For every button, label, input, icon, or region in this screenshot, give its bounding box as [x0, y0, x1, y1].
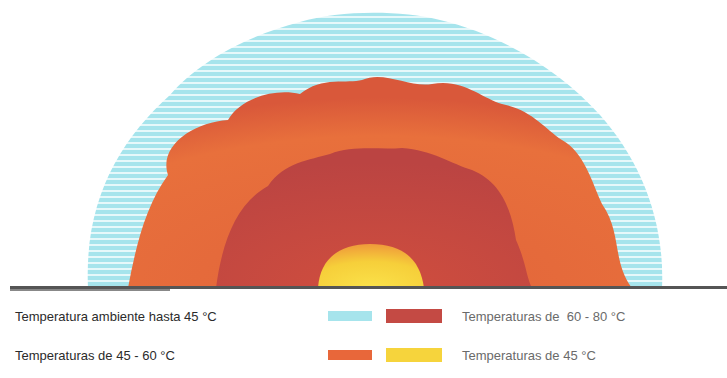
legend-swatch [328, 350, 372, 360]
zone-60-80 [216, 148, 532, 288]
legend-label: Temperaturas de 60 - 80 °C [462, 309, 625, 325]
ground-line [10, 286, 727, 289]
legend-swatch [386, 309, 442, 323]
core-zone [318, 244, 424, 288]
legend-label: Temperaturas de 45 °C [462, 348, 596, 364]
ground-line-mark [10, 289, 170, 291]
legend-swatch [386, 348, 442, 362]
legend-label: Temperatura ambiente hasta 45 °C [15, 309, 217, 325]
zone-45-60 [128, 77, 632, 288]
legend-swatch [328, 311, 372, 321]
ambient-zone [88, 13, 663, 288]
legend-label: Temperaturas de 45 - 60 °C [15, 348, 175, 364]
